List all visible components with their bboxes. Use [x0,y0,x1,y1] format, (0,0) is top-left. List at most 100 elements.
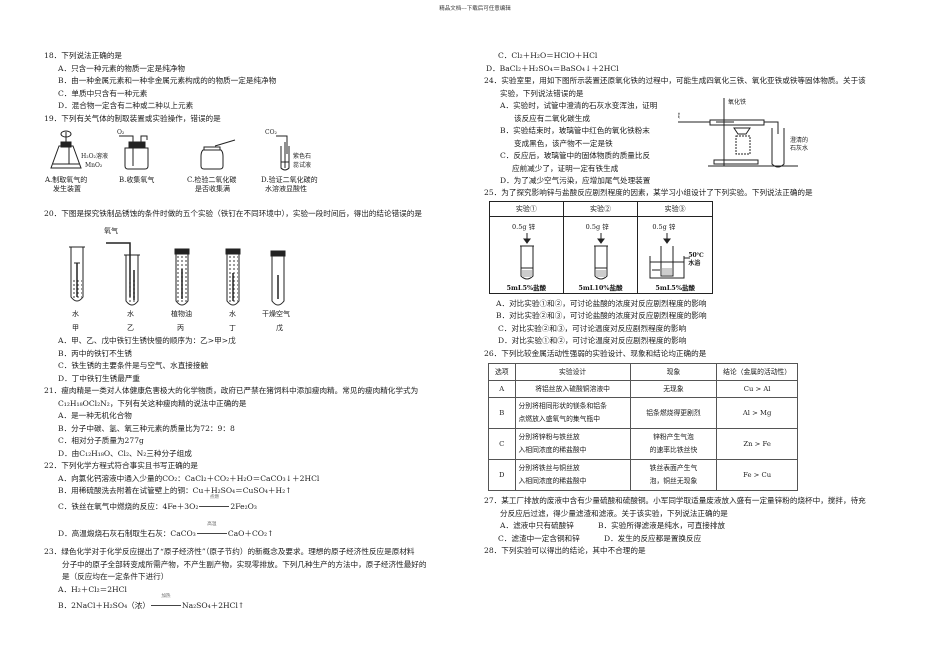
table-row: A 将铝丝放入硫酸铜溶液中 无现象 Cu > Al [488,380,798,398]
q23-stem-line2: 分子中的原子全部转变成所需产物，不产生副产物，实现零排放。下列几种生产的方法中，… [62,560,427,569]
q20-option-a: A．甲、乙、戊中铁钉生锈快慢的顺序为：乙>甲>戊 [58,336,236,345]
exp3-acid: 5mL5%盐酸 [655,283,695,292]
q19-fig-d-label: D.验证二氧化碳的 [261,176,318,184]
q24-option-c-line2: 应前减少了，证明一定有铁生成 [512,164,619,173]
lab-apparatus-icon: H₂O₂溶液 MnO₂ O₂ CO₂ 紫色石 蕊试液 [50,129,311,171]
q25-option-c: C．对比实验②和③，可讨论温度对反应剧烈程度的影响 [498,324,687,333]
svg-text:O₂: O₂ [117,129,125,136]
q23-stem-line3: 是（反应均在一定条件下进行） [62,572,169,581]
q21-option-b: B．分子中碳、氢、氧三种元素的质量比为72：9：8 [58,424,235,433]
q23-option-d: D．BaCl₂＋H₂SO₄＝BaSO₄↓＋2HCl [486,64,619,73]
row-conclusion: Cu > Al [716,380,798,398]
svg-text:MnO₂: MnO₂ [85,162,103,169]
q19-figures: H₂O₂溶液 MnO₂ O₂ CO₂ 紫色石 蕊试液 A.制取氧气的 发生装置 … [45,128,345,200]
tube-bing-medium: 植物油 [171,310,192,318]
q18-option-a: A．只含一种元素的物质一定是纯净物 [58,64,185,73]
q23-option-a: A．H₂＋Cl₂＝2HCl [58,585,127,594]
exp3-bath-temp: 50℃ [688,252,704,259]
reaction-condition: 加热 [150,594,181,606]
q24-figure: 一氧化碳 氧化铁 澄清的 石灰水 [678,98,828,170]
q19-fig-a-label2: 发生装置 [53,185,81,193]
svg-text:CO₂: CO₂ [265,129,278,136]
tube-jia-medium: 水 [72,310,79,318]
svg-text:紫色石: 紫色石 [293,152,311,160]
page-header: 精品文档---下载后可任意编辑 [439,6,511,12]
q24-option-a: A．实验时，试管中澄清的石灰水变浑浊，证明 [500,101,658,110]
header-phenomenon: 现象 [629,363,718,381]
svg-text:一氧化碳: 一氧化碳 [678,112,680,120]
q24-option-b-line2: 变成黑色，该产物不一定是铁 [514,139,613,148]
tube-ding-medium: 水 [229,310,236,318]
exp1-acid: 5mL5%盐酸 [506,283,547,292]
exp1-zinc: 0.5g 锌 [512,223,536,231]
q25-option-b: B．对比实验②和③，可讨论盐酸的浓度对反应剧烈程度的影响 [496,311,707,320]
q27-option-b: B．实验所得滤液是纯水，可直接排放 [598,521,726,530]
q21-option-d: D．由C₁₂H₁₈O、Cl₂、N₂三种分子组成 [58,449,192,458]
row-phenomenon: 铁丝表面产生气泡，铜丝无现象 [629,459,718,491]
limewater-label: 澄清的 [790,137,809,144]
q19-fig-d-label2: 水溶液显酸性 [265,185,307,193]
q25-option-d: D．对比实验①和②，可讨论温度对反应剧烈程度的影响 [498,336,687,345]
q20-stem: 20．下图是探究铁制品锈蚀的条件时做的五个实验（铁钉在不同环境中），实验一段时间… [44,209,422,218]
q23-stem: 23．绿色化学对于化学反应提出了“原子经济性”（原子节约）的新概念及要求。理想的… [44,547,415,556]
reaction-condition: 高温 [196,522,227,534]
exp3-zinc: 0.5g 锌 [652,223,676,231]
q26-comparison-table: 选项 实验设计 现象 结论（金属的活动性） A 将铝丝放入硫酸铜溶液中 无现象 … [488,363,798,491]
test-tube-icon [520,233,534,280]
q18-option-c: C．单质中只含有一种元素 [58,89,148,98]
exp2-title: 实验② [562,201,639,217]
q27-option-c: C．滤渣中一定含铜和锌 [498,534,580,543]
q18-option-d: D．混合物一定含有二种或二种以上元素 [58,101,194,110]
q24-option-b: B．实验结束时，玻璃管中红色的氧化铁粉末 [500,126,650,135]
svg-text:蕊试液: 蕊试液 [293,161,311,169]
header-conclusion: 结论（金属的活动性） [716,363,798,381]
q19-fig-a-label: A.制取氧气的 [45,176,88,184]
exp3-title: 实验③ [637,201,713,217]
tube-jia-name: 甲 [72,324,79,332]
exp2-zinc: 0.5g 锌 [585,223,609,231]
q21-option-a: A．是一种无机化合物 [58,411,132,420]
row-conclusion: Al > Mg [716,397,798,429]
q20-option-b: B．丙中的铁钉不生锈 [58,349,132,358]
row-design: 分别将相同形状的镁条和铝条点燃放入盛氧气的集气瓶中 [514,397,631,429]
row-design: 将铝丝放入硫酸铜溶液中 [514,380,631,398]
table-row: C 分别将锌粉与铁丝放入相同浓度的稀盐酸中 锌粉产生气泡的速率比铁丝快 Zn >… [488,428,798,460]
tube-bing-name: 丙 [177,324,184,332]
q20-option-d: D．丁中铁钉生锈最严重 [58,374,141,383]
q28-stem: 28．下列实验可以得出的结论，其中不合理的是 [484,546,646,555]
q25-stem: 25．为了探究影响锌与盐酸反应剧烈程度的因素，某学习小组设计了下列实验。下列说法… [484,188,813,197]
q19-fig-b-label: B.收集氧气 [119,176,155,184]
header-option: 选项 [488,363,516,381]
header-design: 实验设计 [514,363,631,381]
row-phenomenon: 铝条燃烧得更剧烈 [629,397,718,429]
q27-option-d: D．发生的反应都是置换反应 [604,534,702,543]
exp3-bath-label: 水浴 [688,260,701,267]
q21-option-c: C．相对分子质量为277g [58,436,144,445]
q27-stem-line2: 分反应后过滤，得少量滤渣和滤液。关于该实验，下列说法正确的是 [500,509,728,518]
table-row: B 分别将相同形状的镁条和铝条点燃放入盛氧气的集气瓶中 铝条燃烧得更剧烈 Al … [488,397,798,429]
q27-stem: 27．某工厂排放的废液中含有少量硫酸和硫酸铜。小军同学取适量废液放入盛有一定量锌… [484,496,866,505]
q24-stem-line2: 实验，下列说法错误的是 [500,89,584,98]
q20-option-c: C．铁生锈的主要条件是与空气、水直接接触 [58,361,209,370]
tube-ding-name: 丁 [229,324,236,332]
q26-stem: 26．下列比较金属活动性强弱的实验设计、现象和结论均正确的是 [484,349,707,358]
row-phenomenon: 无现象 [629,380,718,398]
q22-stem: 22．下列化学方程式符合事实且书写正确的是 [44,461,198,470]
exp3-cell: 0.5g 锌 50℃ 水浴 5mL5%盐酸 [637,216,713,294]
exp1-title: 实验① [489,201,564,217]
q22-option-a: A．向氯化钙溶液中通入少量的CO₂：CaCl₂＋CO₂＋H₂O＝CaCO₃↓＋2… [58,474,320,483]
table-row: D 分别将铁丝与铜丝放入相同浓度的稀盐酸中 铁丝表面产生气泡，铜丝无现象 Fe … [488,459,798,491]
row-design: 分别将铁丝与铜丝放入相同浓度的稀盐酸中 [514,459,631,491]
row-design: 分别将锌粉与铁丝放入相同浓度的稀盐酸中 [514,428,631,460]
reaction-condition: 点燃 [199,495,230,507]
exp1-cell: 0.5g 锌 5mL5%盐酸 [489,216,564,294]
oxygen-label: 氧气 [104,227,118,235]
q25-option-a: A．对比实验①和②，可讨论盐酸的浓度对反应剧烈程度的影响 [496,299,707,308]
q22-option-b: B．用稀硫酸洗去附着在试管壁上的铜：Cu＋H₂SO₄＝CuSO₄＋H₂↑ [58,486,292,495]
q20-figures: 氧气 [44,225,344,335]
row-conclusion: Zn > Fe [716,428,798,460]
tube-yi-medium: 水 [127,310,134,318]
